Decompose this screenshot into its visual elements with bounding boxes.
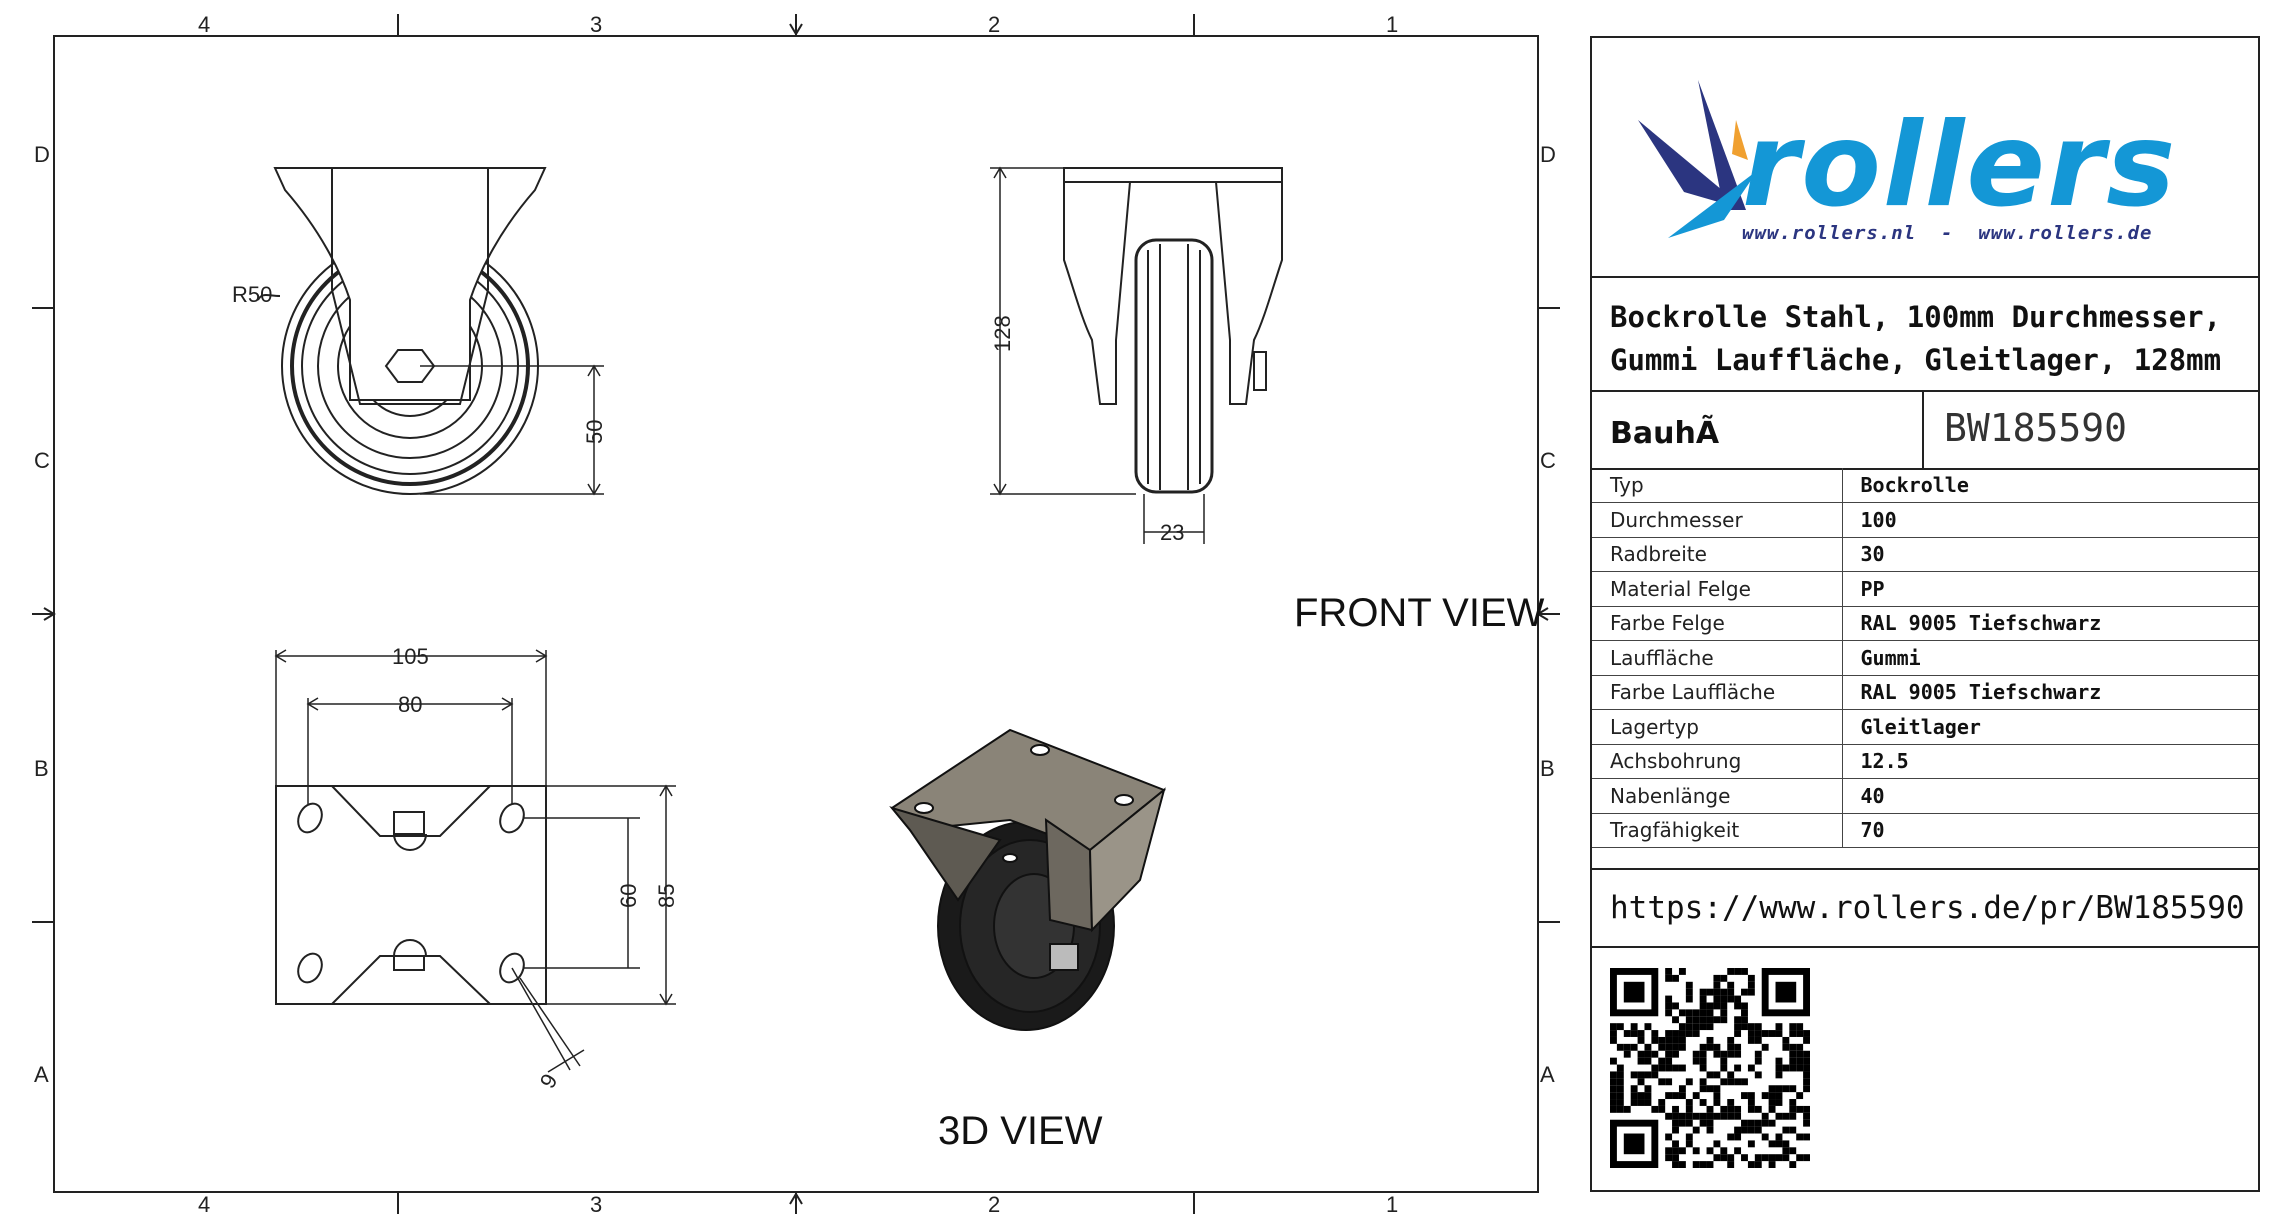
spec-value: Gleitlager (1842, 709, 2258, 745)
spec-value: 70 (1842, 813, 2258, 848)
front-view-dims (420, 364, 604, 496)
spec-key: Typ (1592, 468, 1843, 503)
article-id-label: BauhÃ (1610, 416, 1720, 451)
zone-row-right-c: C (1540, 448, 1556, 473)
dim-axle-height: 50 (582, 420, 607, 444)
zone-row-left-d: D (34, 142, 50, 167)
article-id-value: BW185590 (1922, 392, 2262, 468)
dim-wheel-width: 23 (1160, 520, 1184, 545)
spec-value: 30 (1842, 537, 2258, 572)
product-title-line2: Gummi Lauffläche, Gleitlager, 128mm (1610, 343, 2222, 377)
zone-row-right-a: A (1540, 1062, 1555, 1087)
dim-plate-depth: 85 (654, 884, 679, 908)
spec-value: Bockrolle (1842, 468, 2258, 503)
dim-radius: R50 (232, 282, 272, 307)
dim-hole-spacing-x: 80 (398, 692, 422, 717)
bird-logo-icon (1638, 80, 1758, 238)
spec-key: Tragfähigkeit (1592, 813, 1843, 848)
spec-key: Durchmesser (1592, 502, 1843, 538)
zone-col-top-2: 2 (988, 12, 1000, 37)
center-arrows (38, 18, 1554, 1206)
title-block: rollers www.rollers.nl - www.rollers.de … (1590, 36, 2260, 1192)
zone-col-bottom-3: 3 (590, 1192, 602, 1217)
zone-col-top-1: 1 (1386, 12, 1398, 37)
zone-row-left-c: C (34, 448, 50, 473)
product-url[interactable]: https://www.rollers.de/pr/BW185590 (1592, 868, 2258, 948)
logo-urls: www.rollers.nl - www.rollers.de (1742, 222, 2153, 244)
dim-hole-size: 9 (535, 1069, 563, 1092)
spec-value: PP (1842, 571, 2258, 607)
zone-col-top-4: 4 (198, 12, 210, 37)
dim-hole-spacing-y: 60 (616, 884, 641, 908)
zone-col-top-3: 3 (590, 12, 602, 37)
caster-3d-render (889, 728, 1166, 1031)
front-view-drawing (257, 167, 547, 495)
spec-value: 12.5 (1842, 744, 2258, 779)
spec-key: Lauffläche (1592, 640, 1843, 676)
side-view-drawing (1063, 167, 1283, 494)
zone-row-left-b: B (34, 756, 49, 781)
spec-key: Lagertyp (1592, 709, 1843, 745)
spec-key: Nabenlänge (1592, 778, 1843, 814)
spec-value: RAL 9005 Tiefschwarz (1842, 675, 2258, 710)
zone-row-right-b: B (1540, 756, 1555, 781)
spec-key: Material Felge (1592, 571, 1843, 607)
spec-value: RAL 9005 Tiefschwarz (1842, 606, 2258, 641)
plate-view-drawing (275, 785, 547, 1005)
spec-key: Achsbohrung (1592, 744, 1843, 779)
zone-col-bottom-4: 4 (198, 1192, 210, 1217)
spec-key: Farbe Lauffläche (1592, 675, 1843, 710)
3d-view-label: 3D VIEW (938, 1109, 1103, 1153)
zone-row-left-a: A (34, 1062, 49, 1087)
article-id-row: BauhÃ BW185590 (1592, 392, 2258, 470)
zone-col-bottom-2: 2 (988, 1192, 1000, 1217)
spec-value: 40 (1842, 778, 2258, 814)
front-view-label: FRONT VIEW (1294, 591, 1545, 635)
dim-total-height: 128 (990, 315, 1015, 352)
spec-key: Farbe Felge (1592, 606, 1843, 641)
qr-code-icon (1610, 968, 1810, 1168)
zone-row-right-d: D (1540, 142, 1556, 167)
spec-value: Gummi (1842, 640, 2258, 676)
logo-area: rollers www.rollers.nl - www.rollers.de (1592, 38, 2258, 278)
logo-wordmark: rollers (1742, 98, 2178, 233)
zone-col-bottom-1: 1 (1386, 1192, 1398, 1217)
spec-value: 100 (1842, 502, 2258, 538)
spec-key: Radbreite (1592, 537, 1843, 572)
product-title: Bockrolle Stahl, 100mm Durchmesser, Gumm… (1592, 276, 2258, 392)
side-view-dims (990, 166, 1205, 544)
plate-view-dims (274, 649, 676, 1073)
product-title-line1: Bockrolle Stahl, 100mm Durchmesser, (1610, 300, 2222, 334)
dim-plate-width: 105 (392, 644, 429, 669)
